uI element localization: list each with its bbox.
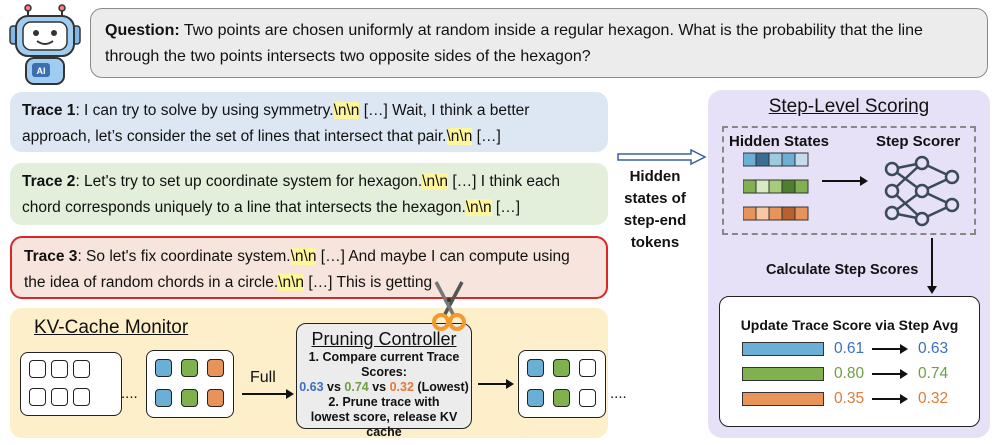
new-score: 0.74 — [918, 365, 949, 382]
arrow-right-icon — [822, 176, 868, 186]
robot-icon: AI — [9, 4, 81, 85]
trace-1-label: Trace 1 — [22, 102, 76, 119]
question-label: Question: — [105, 22, 180, 39]
trace-3-label: Trace 3 — [24, 248, 78, 265]
old-score: 0.80 — [834, 365, 865, 382]
kv-cell — [73, 388, 90, 406]
trace-1-text: : I can try to solve by using symmetry. — [75, 102, 334, 119]
new-score: 0.63 — [918, 340, 949, 357]
kv-cell — [29, 388, 46, 406]
arrow-down-icon — [927, 238, 937, 294]
step-scoring-title: Step-Level Scoring — [768, 96, 930, 117]
step-delimiter: \n\n — [446, 128, 473, 145]
kv-cell-green — [181, 359, 198, 377]
step-delimiter: \n\n — [290, 248, 317, 265]
step-delimiter: \n\n — [465, 199, 492, 216]
kv-cache-full — [146, 350, 234, 418]
step-delimiter: \n\n — [333, 102, 360, 119]
kv-cell-blue — [155, 389, 172, 407]
old-score: 0.61 — [834, 340, 865, 357]
scissors-icon — [432, 281, 466, 331]
vs-text: vs — [323, 380, 345, 394]
hidden-states-line: Hidden — [629, 168, 681, 185]
kv-cell-green — [553, 389, 570, 407]
trace-1-text: […] — [472, 128, 501, 145]
kv-cell-orange — [207, 389, 224, 407]
hidden-states-title: Hidden States — [729, 133, 830, 150]
arrow-right-icon — [872, 394, 908, 404]
trace-2-text: […] — [491, 199, 521, 216]
full-label: Full — [250, 369, 276, 386]
kv-cell-blue — [527, 389, 544, 407]
step-scorer-title: Step Scorer — [876, 133, 961, 150]
pruning-step-2-cont: lowest score, release KV cache — [310, 410, 458, 439]
trace-3-text: : So let's fix coordinate system. — [77, 248, 291, 265]
pruning-step-1: 1. Compare current Trace Scores: — [308, 350, 460, 379]
score-green: 0.74 — [344, 380, 369, 394]
trace-2-text: […] I think each chord corresponds uniqu… — [22, 173, 561, 216]
new-score: 0.32 — [918, 390, 949, 407]
trace-3-text: […] And maybe I can compute using the id… — [24, 248, 570, 291]
kv-cell-blue — [527, 359, 544, 377]
neural-network-icon — [884, 155, 960, 227]
pruning-title: Pruning Controller — [311, 329, 457, 349]
hidden-states-line: states of — [624, 190, 686, 207]
kv-cache-pruned — [518, 350, 606, 418]
kv-cell — [579, 359, 596, 377]
pruning-controller: Pruning Controller 1. Compare current Tr… — [296, 323, 472, 439]
kv-cell — [29, 360, 46, 378]
ellipsis: .... — [610, 385, 627, 402]
trace-2-label: Trace 2 — [22, 173, 76, 190]
trace-score-bar-green — [742, 367, 824, 381]
trace-3: Trace 3: So let's fix coordinate system.… — [10, 236, 608, 299]
arrow-right-icon — [242, 389, 294, 399]
score-blue: 0.63 — [299, 380, 324, 394]
vs-text: vs — [368, 380, 390, 394]
trace-2: Trace 2: Let's try to set up coordinate … — [10, 163, 608, 225]
question-box: Question: Two points are chosen uniforml… — [90, 8, 988, 78]
hidden-states-line: tokens — [630, 234, 680, 251]
kv-cell — [579, 389, 596, 407]
calculate-step-scores-label: Calculate Step Scores — [766, 262, 919, 278]
arrow-right-icon — [872, 344, 908, 354]
kv-cell-blue — [155, 359, 172, 377]
step-delimiter: \n\n — [278, 274, 305, 291]
question-text: Two points are chosen uniformly at rando… — [105, 22, 923, 65]
lowest-label: (Lowest) — [413, 380, 469, 394]
robot-badge: AI — [37, 66, 46, 76]
kv-cell-green — [553, 359, 570, 377]
old-score: 0.35 — [834, 390, 865, 407]
kv-cache-title: KV-Cache Monitor — [34, 317, 189, 338]
hidden-states-line: step-end — [623, 212, 687, 229]
score-orange: 0.32 — [389, 380, 414, 394]
trace-1-text: […] Wait, I think a better approach, let… — [22, 102, 530, 145]
arrow-right-icon — [872, 369, 908, 379]
trace-3-text: […] This is getting — [304, 274, 433, 291]
kv-cell-green — [181, 389, 198, 407]
kv-cell — [73, 360, 90, 378]
trace-2-text: : Let's try to set up coordinate system … — [75, 173, 423, 190]
hidden-state-vectors — [743, 152, 809, 221]
kv-cache-empty — [20, 352, 122, 416]
hidden-states-label: Hidden states of step-end tokens — [612, 166, 698, 254]
trace-1: Trace 1: I can try to solve by using sym… — [10, 92, 608, 152]
kv-cell — [51, 360, 68, 378]
update-trace-score-title: Update Trace Score via Step Avg — [740, 317, 959, 333]
pruning-step-2: 2. Prune trace with — [328, 395, 440, 409]
step-delimiter: \n\n — [422, 173, 449, 190]
hollow-arrow-icon — [617, 148, 707, 166]
kv-cell-orange — [207, 359, 224, 377]
arrow-right-icon — [478, 379, 514, 389]
hidden-states-box — [722, 126, 976, 235]
trace-score-bar-orange — [742, 392, 824, 406]
pruning-scores: 0.63 vs 0.74 vs 0.32 (Lowest) — [297, 380, 471, 395]
trace-score-bar-blue — [742, 342, 824, 356]
kv-cell — [51, 388, 68, 406]
ellipsis: .... — [121, 385, 138, 402]
